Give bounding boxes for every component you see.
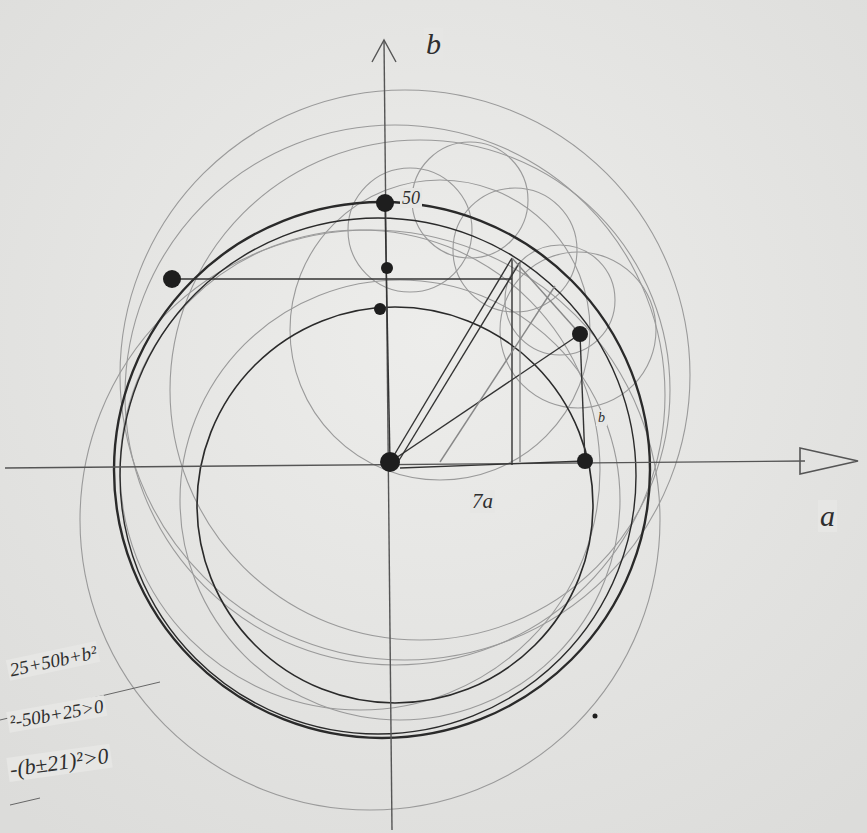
- value-label: 7a: [470, 490, 495, 513]
- axis-label: a: [818, 500, 837, 532]
- value-label: 50: [400, 188, 422, 208]
- scratch-lines: [0, 682, 160, 805]
- points: [163, 194, 598, 719]
- axis-label: b: [424, 28, 443, 60]
- construction-circles: [80, 90, 690, 810]
- side-label: b: [596, 410, 607, 426]
- construction-lines: [172, 203, 585, 468]
- main-circles: [114, 202, 650, 738]
- axes: [5, 40, 858, 830]
